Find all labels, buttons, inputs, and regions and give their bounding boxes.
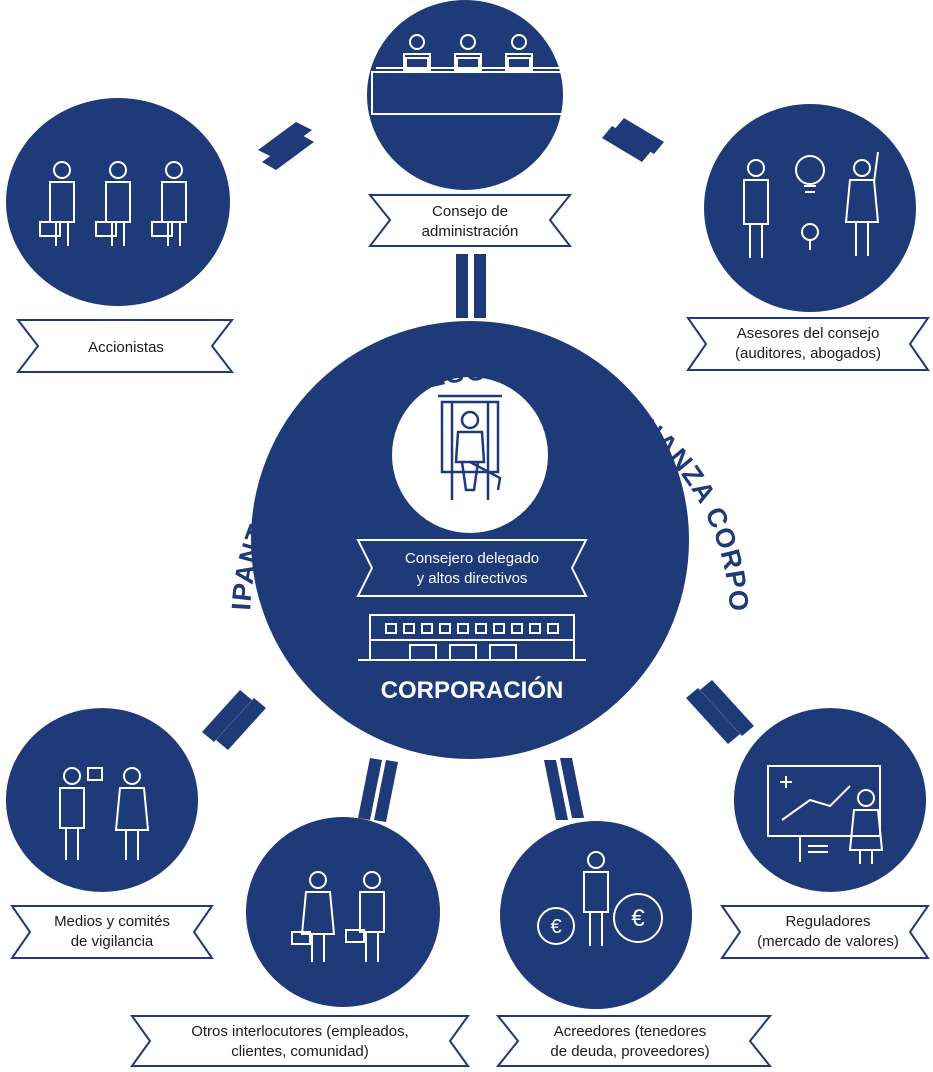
shareholders-icon: [39, 161, 187, 246]
executives-label-line1: Consejero delegado: [405, 550, 539, 567]
connectors: [202, 118, 754, 822]
reguladores-ribbon: Reguladores (mercado de valores): [720, 905, 930, 959]
media-reporter-icon: [59, 767, 150, 860]
medios-ribbon: Medios y comités de vigilancia: [10, 905, 214, 959]
participant-medios: Medios y comités de vigilancia: [6, 708, 214, 959]
connector-asesores: [602, 126, 652, 162]
participant-consejo: Consejo de administración: [367, 0, 573, 247]
asesores-ribbon: Asesores del consejo (auditores, abogado…: [686, 317, 930, 371]
corporation-label: CORPORACIÓN: [381, 676, 564, 704]
asesores-label-line1: Asesores del consejo: [737, 325, 880, 342]
otros-ribbon: Otros interlocutores (empleados, cliente…: [130, 1015, 470, 1067]
participant-reguladores: Reguladores (mercado de valores): [720, 708, 930, 959]
regulator-chart-icon: [767, 765, 884, 864]
consejo-label-line2: administración: [422, 223, 519, 240]
participant-acreedores: € € Acreedores (tenedores de deuda, prov…: [495, 821, 773, 1067]
executives-ribbon: Consejero delegado y altos directivos: [356, 539, 588, 597]
executive-seated-icon: [392, 377, 548, 533]
advisors-icon: [743, 151, 880, 258]
connector-consejo: [456, 254, 468, 318]
connector-otros: [358, 758, 382, 820]
reguladores-label-line2: (mercado de valores): [757, 933, 899, 950]
acreedores-ribbon: Acreedores (tenedores de deuda, proveedo…: [495, 1015, 773, 1067]
executive-figure: [438, 394, 502, 500]
acreedores-label-line2: de deuda, proveedores): [550, 1043, 709, 1060]
svg-text:€: €: [550, 916, 561, 938]
reguladores-label-line1: Reguladores: [785, 913, 870, 930]
consejo-ribbon: Consejo de administración: [367, 194, 573, 247]
asesores-label-line2: (auditores, abogados): [735, 345, 881, 362]
svg-text:€: €: [631, 905, 645, 932]
stakeholders-icon: [291, 871, 385, 962]
consejo-label-line1: Consejo de: [432, 203, 508, 220]
acreedores-label-line1: Acreedores (tenedores: [554, 1023, 707, 1040]
executives-label-line2: y altos directivos: [417, 570, 528, 587]
connector-acreedores: [544, 760, 568, 820]
connector-accionistas: [258, 122, 312, 158]
connector-reguladores: [686, 688, 740, 744]
accionistas-label: Accionistas: [88, 339, 164, 356]
creditors-euro-icon: € €: [537, 851, 663, 946]
medios-label-line2: de vigilancia: [71, 933, 154, 950]
participant-otros: Otros interlocutores (empleados, cliente…: [130, 817, 470, 1067]
participant-accionistas: Accionistas: [6, 98, 235, 373]
connector-medios: [202, 690, 252, 742]
otros-label-line2: clientes, comunidad): [231, 1043, 369, 1060]
accionistas-ribbon: Accionistas: [15, 319, 235, 373]
corporate-building-icon: [358, 614, 586, 661]
board-members-icon: [371, 34, 565, 115]
otros-label-line1: Otros interlocutores (empleados,: [191, 1023, 409, 1040]
participant-asesores: Asesores del consejo (auditores, abogado…: [686, 104, 930, 371]
medios-label-line1: Medios y comités: [54, 913, 170, 930]
